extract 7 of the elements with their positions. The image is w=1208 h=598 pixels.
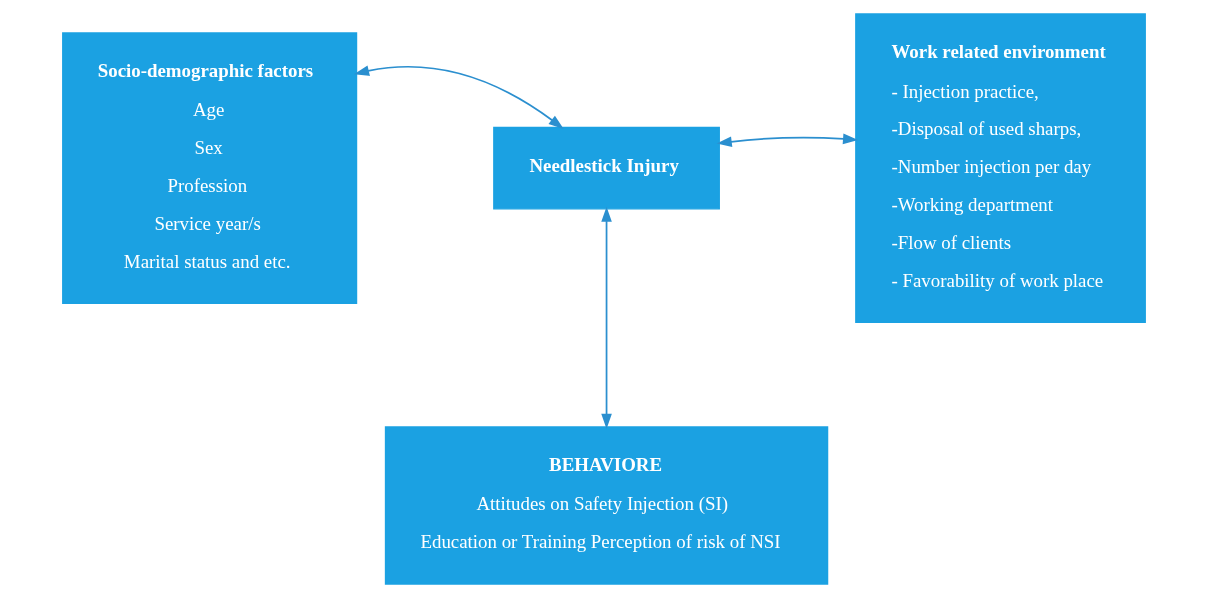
node-box: BEHAVIORE Attitudes on Safety Injection (SI) Education or Training Perception of risk of NSI xyxy=(384,426,829,585)
arrow xyxy=(716,133,859,147)
arrow xyxy=(601,206,612,429)
node-box: Needlestick Injury xyxy=(493,126,720,210)
node-box: Socio-demographic factors Age Sex Profession Service year/s Marital status and etc. xyxy=(62,32,358,305)
arrow xyxy=(354,65,564,130)
node-box: Work related environment - Injection practice, -Disposal of used sharps, -Number injection per day -Working department -Flow of clients - Favorability of work place xyxy=(855,13,1146,323)
